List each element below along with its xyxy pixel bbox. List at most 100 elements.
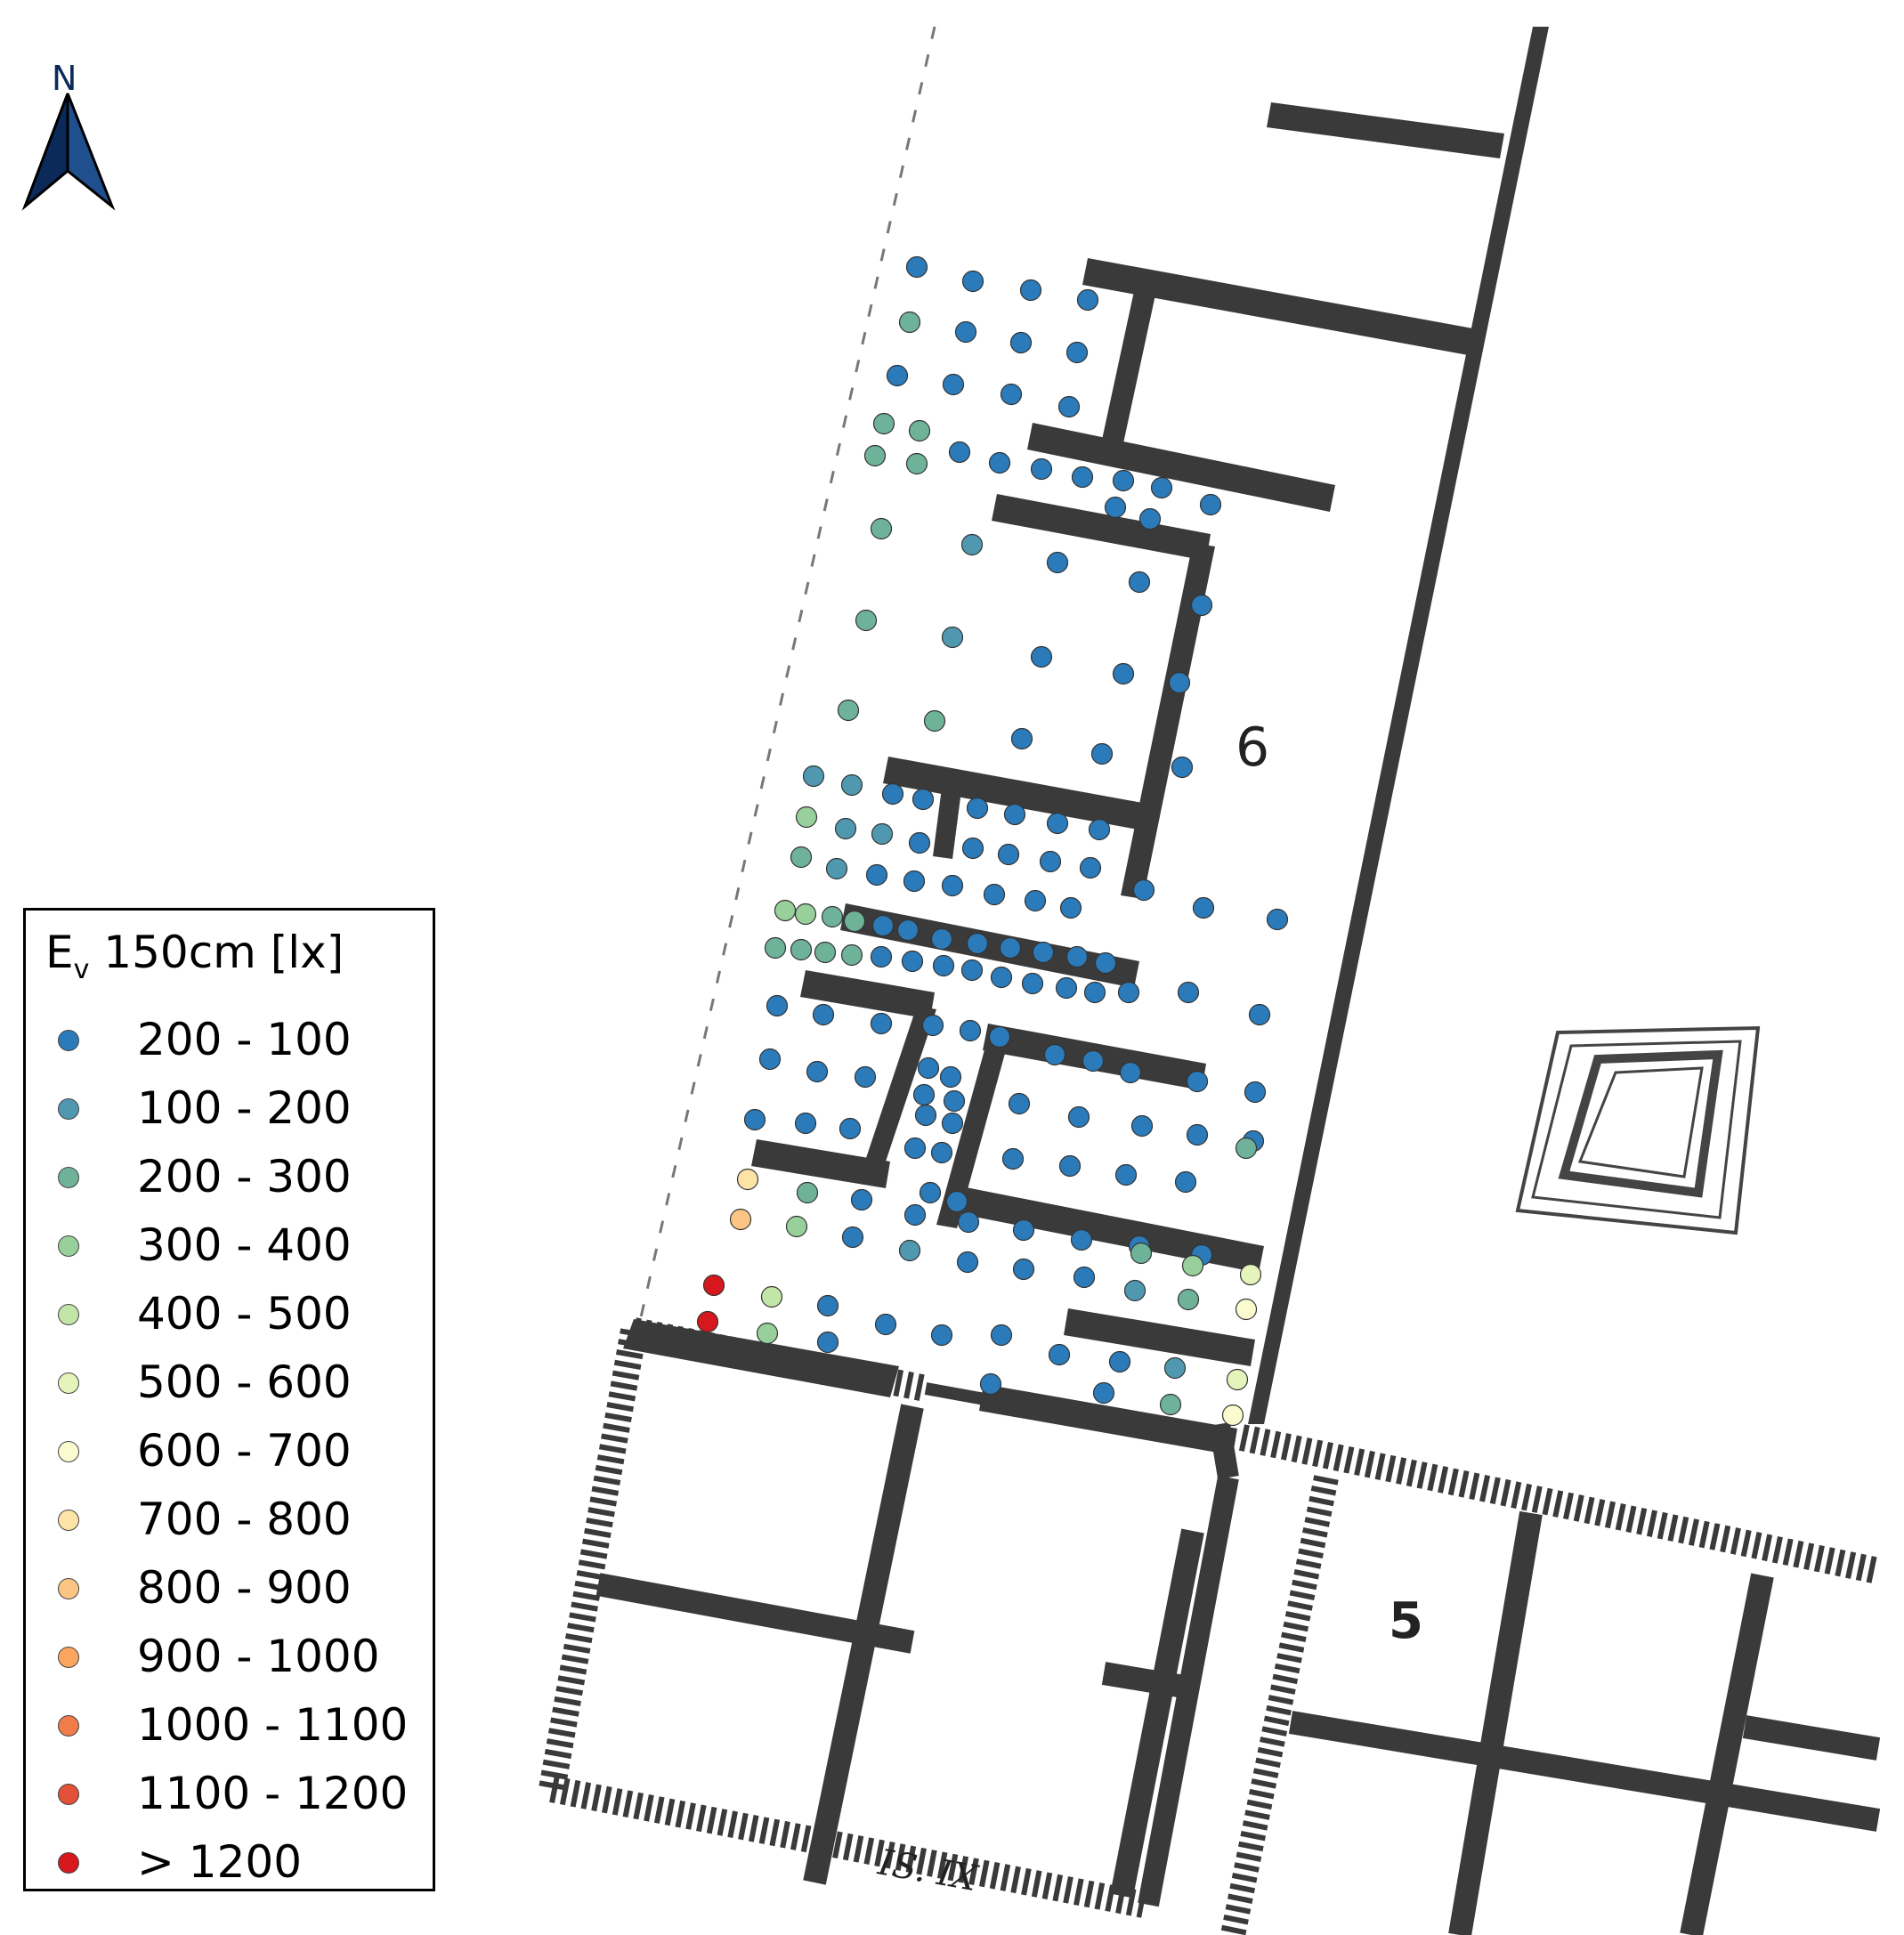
measurement-point (1055, 976, 1078, 1000)
measurement-point (802, 765, 825, 788)
measurement-point (1235, 1137, 1258, 1160)
measurement-point (990, 966, 1013, 989)
measurement-point (923, 709, 946, 733)
measurement-point (1235, 1298, 1258, 1321)
legend-swatch (58, 1715, 79, 1737)
insula-ix-walls (539, 1317, 1239, 1918)
measurement-point (903, 870, 926, 893)
measurement-point (1030, 645, 1053, 668)
measurement-point (1010, 727, 1033, 750)
measurement-point (854, 1065, 877, 1089)
measurement-point (1043, 1043, 1066, 1066)
measurement-point (1123, 1279, 1146, 1302)
measurement-point (943, 1089, 966, 1113)
measurement-point (903, 1203, 927, 1227)
measurement-point (841, 1226, 864, 1249)
legend-label: 1100 - 1200 (137, 1768, 409, 1819)
measurement-point (966, 932, 989, 955)
measurement-point (948, 441, 971, 464)
legend-swatch (58, 1372, 79, 1394)
measurement-point (766, 994, 789, 1017)
north-label: N (52, 59, 77, 98)
legend-item: 1000 - 1100 (26, 1696, 433, 1758)
measurement-point (1128, 571, 1151, 594)
legend-item: 300 - 400 (26, 1216, 433, 1278)
measurement-point (870, 1012, 893, 1035)
measurement-point (930, 927, 953, 951)
measurement-point (956, 1251, 979, 1274)
measurement-point (1067, 1105, 1090, 1129)
measurement-point (1177, 1288, 1200, 1311)
measurement-point (957, 1210, 980, 1234)
measurement-point (942, 373, 965, 396)
measurement-point (1079, 856, 1102, 879)
measurement-point (1226, 1368, 1249, 1391)
legend-label: 900 - 1000 (137, 1631, 380, 1682)
measurement-point (997, 843, 1020, 866)
legend-item: 400 - 500 (26, 1284, 433, 1347)
measurement-point (1083, 981, 1106, 1004)
north-arrow-icon (21, 93, 116, 211)
measurement-point (908, 831, 931, 854)
measurement-point (1112, 469, 1135, 492)
measurement-point (764, 936, 787, 959)
measurement-point (999, 936, 1022, 959)
measurement-point (881, 782, 904, 806)
measurement-point (774, 899, 797, 922)
measurement-point (911, 788, 935, 811)
legend-item: 600 - 700 (26, 1421, 433, 1484)
measurement-point (1094, 951, 1117, 975)
measurement-point (837, 699, 860, 722)
measurement-point (812, 1003, 835, 1026)
measurement-point (1048, 1343, 1071, 1366)
legend-item: 700 - 800 (26, 1490, 433, 1552)
measurement-point (961, 270, 984, 293)
measurement-point (729, 1208, 752, 1231)
legend-swatch (58, 1304, 79, 1325)
measurement-point (736, 1168, 759, 1191)
measurement-point (1186, 1070, 1209, 1093)
legend-swatch (58, 1647, 79, 1668)
legend-swatch (58, 1030, 79, 1051)
measurement-point (1239, 1263, 1262, 1286)
measurement-point (921, 1014, 944, 1037)
legend-label: 800 - 900 (137, 1562, 352, 1614)
measurement-point (1192, 896, 1215, 919)
measurement-point (917, 1057, 940, 1080)
legend-swatch (58, 1578, 79, 1599)
measurement-point (825, 857, 848, 880)
measurement-point (1114, 1163, 1138, 1186)
measurement-point (821, 905, 844, 928)
measurement-point (896, 919, 920, 942)
measurement-point (1059, 896, 1082, 919)
measurement-point (816, 1331, 839, 1354)
measurement-point (1039, 850, 1062, 873)
legend-label: 500 - 600 (137, 1356, 352, 1408)
measurement-point (874, 1313, 897, 1336)
measurement-point (1065, 945, 1089, 968)
measurement-point (743, 1108, 766, 1131)
measurement-points (696, 255, 1289, 1427)
measurement-point (908, 419, 931, 442)
measurement-point (1070, 1228, 1093, 1251)
legend-label: > 1200 (137, 1836, 303, 1888)
insula-5-walls (1220, 1424, 1882, 1935)
measurement-point (1009, 331, 1033, 354)
measurement-point (806, 1060, 829, 1083)
measurement-point (1057, 395, 1081, 418)
measurement-point (1008, 1092, 1031, 1115)
measurement-point (898, 1239, 921, 1262)
measurement-point (1104, 496, 1127, 519)
measurement-point (840, 773, 863, 797)
measurement-point (1024, 889, 1047, 912)
measurement-point (1168, 671, 1191, 694)
measurement-point (1012, 1218, 1035, 1242)
measurement-point (954, 320, 977, 344)
measurement-point (961, 837, 984, 860)
legend-swatch (58, 1852, 79, 1874)
measurement-point (945, 1190, 968, 1213)
measurement-point (1244, 1081, 1267, 1104)
measurement-point (1108, 1350, 1131, 1373)
measurement-point (905, 255, 928, 279)
